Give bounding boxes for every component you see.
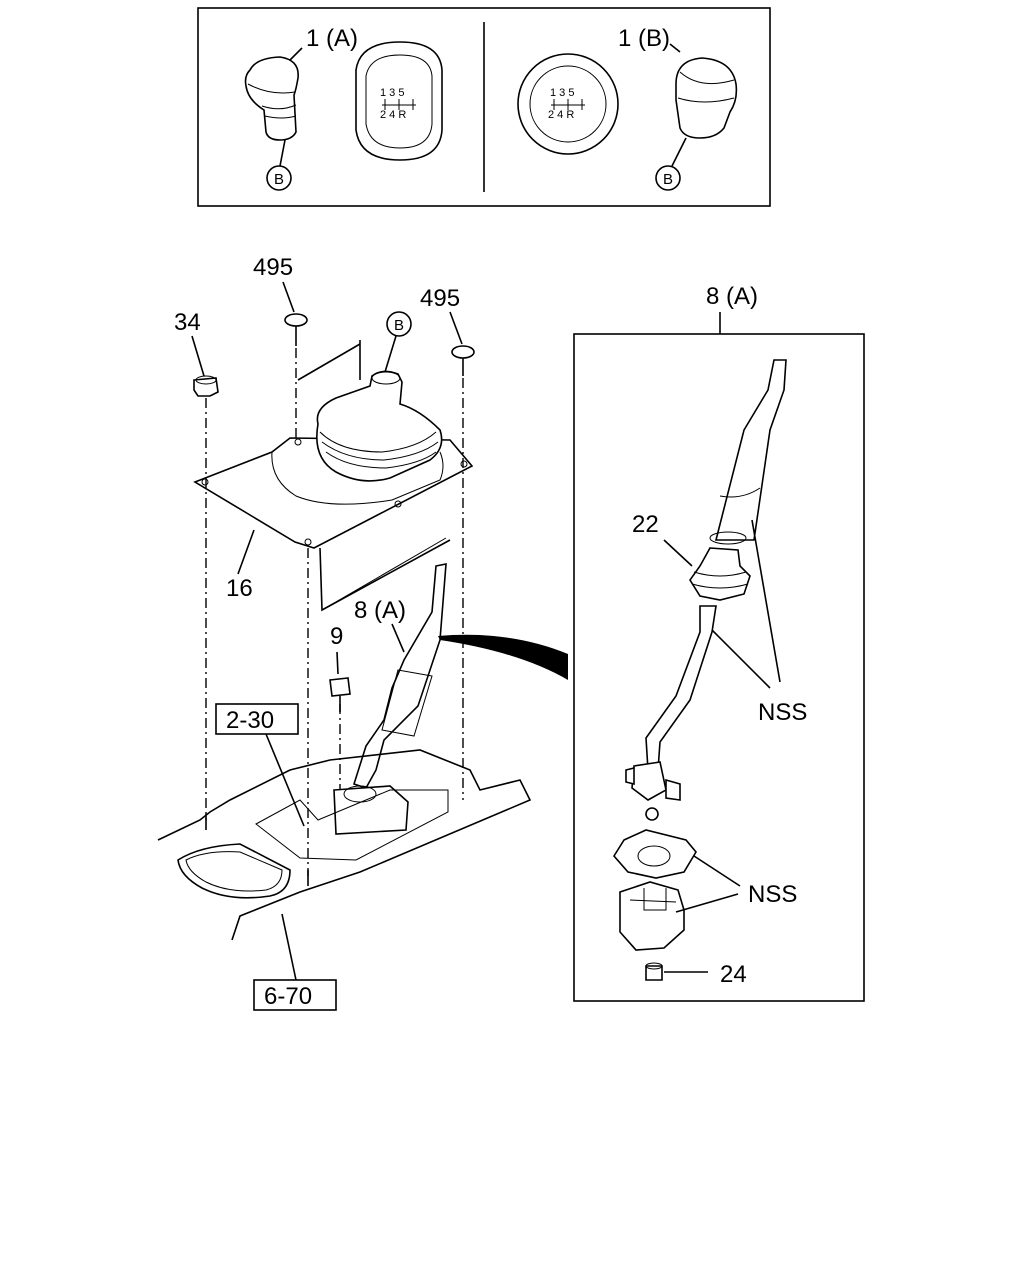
main-assembly: 34 495 495 B: [157, 254, 568, 1011]
callout-b-main-text: B: [394, 317, 404, 334]
nut-label: 34: [174, 309, 201, 336]
callout-b-main: [386, 311, 412, 337]
clip-label-right: 495: [420, 285, 460, 312]
detail-bracket: [619, 881, 685, 951]
ref-box-6-70-text: 6-70: [264, 983, 312, 1010]
detail-mount-plate: [613, 829, 697, 879]
callout-b-left-text: B: [274, 171, 284, 188]
knob-b-top-view: 1 3 5 2 4 R: [517, 53, 619, 155]
pattern-bottom-b: 2 4 R: [548, 109, 574, 121]
ref-box-6-70[interactable]: [253, 979, 337, 1011]
shift-knob-a: [244, 56, 299, 141]
clip-label-left: 495: [253, 254, 293, 281]
knob-inset: 1 (A) B 1 3 5 2 4 R 1 3 5 2 4 R: [197, 7, 771, 207]
clip-495-right: [451, 345, 475, 376]
detail-upper-lever: [709, 359, 787, 545]
knob-a-label: 1 (A): [306, 25, 358, 52]
lever-label: 8 (A): [354, 597, 406, 624]
callout-b-right-text: B: [663, 171, 673, 188]
pattern-top-a: 1 3 5: [380, 87, 404, 99]
shift-boot: [316, 370, 443, 482]
detail-8a: 8 (A) 22 NSS: [573, 283, 865, 1002]
callout-b-right: [655, 165, 681, 191]
detail-title: 8 (A): [706, 283, 758, 310]
nut-34: [193, 375, 219, 397]
ref-box-2-30[interactable]: [215, 703, 299, 735]
bolt-label: 9: [330, 623, 343, 650]
pattern-bottom-a: 2 4 R: [380, 109, 406, 121]
detail-nss-label-2: NSS: [748, 881, 797, 908]
knob-a-top-view: 1 3 5 2 4 R: [355, 41, 443, 161]
detail-pointer-arrow: [438, 634, 568, 680]
detail-lower-rod: [625, 605, 717, 821]
knob-b-label: 1 (B): [618, 25, 670, 52]
ref-box-2-30-text: 2-30: [226, 707, 274, 734]
plate-label: 16: [226, 575, 253, 602]
pattern-top-b: 1 3 5: [550, 87, 574, 99]
detail-boot-22: [689, 547, 751, 601]
detail-boot-label: 22: [632, 511, 659, 538]
floor-panel: [157, 749, 532, 941]
lever-base: [333, 785, 409, 835]
detail-bushing-24: [645, 962, 663, 981]
detail-nss-label-1: NSS: [758, 699, 807, 726]
bolt-9: [329, 677, 351, 712]
shift-knob-b: [675, 57, 738, 139]
clip-495-left: [284, 313, 308, 346]
callout-b-left: [266, 165, 292, 191]
shift-lever: [353, 563, 447, 789]
detail-bushing-label: 24: [720, 961, 747, 988]
